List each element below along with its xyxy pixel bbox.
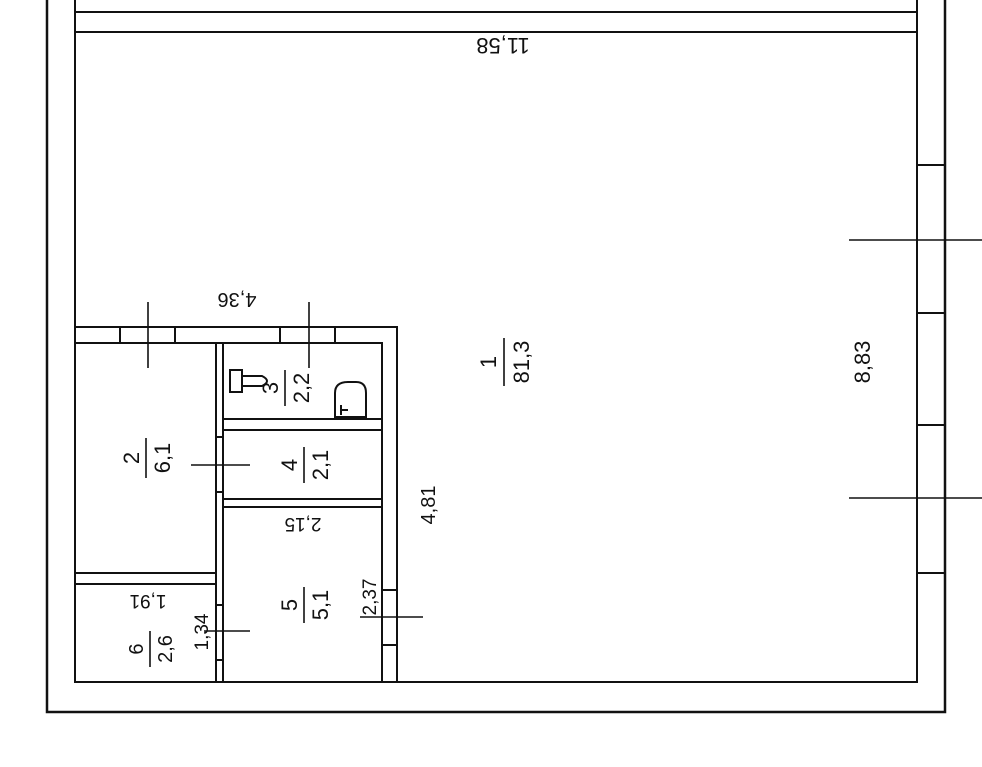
room-2-label: 2 6,1 bbox=[119, 438, 175, 478]
svg-text:6: 6 bbox=[126, 643, 148, 654]
svg-text:2,1: 2,1 bbox=[308, 450, 333, 481]
svg-text:2,2: 2,2 bbox=[289, 373, 314, 404]
sink-icon bbox=[334, 381, 367, 418]
svg-text:2: 2 bbox=[119, 452, 144, 464]
partition-height-label: 4,81 bbox=[418, 486, 440, 525]
svg-text:1: 1 bbox=[476, 356, 501, 368]
overall-width-label: 8,83 bbox=[850, 341, 875, 384]
svg-text:4: 4 bbox=[277, 459, 302, 471]
room-5-width-label: 2,15 bbox=[285, 513, 322, 534]
svg-text:2,6: 2,6 bbox=[155, 635, 177, 663]
room-5-label: 5 5,1 bbox=[277, 587, 333, 623]
room-3-label: 3 2,2 bbox=[258, 370, 314, 406]
room-4-label: 4 2,1 bbox=[277, 447, 333, 483]
outer-walls bbox=[45, 0, 947, 714]
right-dimension-ticks bbox=[849, 239, 982, 499]
right-wall-windows bbox=[917, 164, 945, 574]
overall-length-label: 11,58 bbox=[476, 33, 529, 58]
svg-text:3: 3 bbox=[258, 382, 283, 394]
internal-partition-walls bbox=[75, 326, 398, 682]
room-1-label: 1 81,3 bbox=[476, 338, 534, 386]
svg-text:81,3: 81,3 bbox=[509, 341, 534, 384]
toilet-icon bbox=[229, 369, 268, 393]
partition-length-label: 4,36 bbox=[218, 288, 257, 310]
room-5-length-label: 2,37 bbox=[360, 579, 381, 616]
svg-text:6,1: 6,1 bbox=[150, 443, 175, 474]
room-6-length-label: 1,34 bbox=[192, 613, 213, 650]
internal-dimension-ticks bbox=[147, 302, 423, 632]
room-6-width-label: 1,91 bbox=[130, 590, 167, 611]
svg-text:5,1: 5,1 bbox=[308, 590, 333, 621]
room-6-label: 6 2,6 bbox=[126, 631, 177, 667]
svg-text:5: 5 bbox=[277, 599, 302, 611]
